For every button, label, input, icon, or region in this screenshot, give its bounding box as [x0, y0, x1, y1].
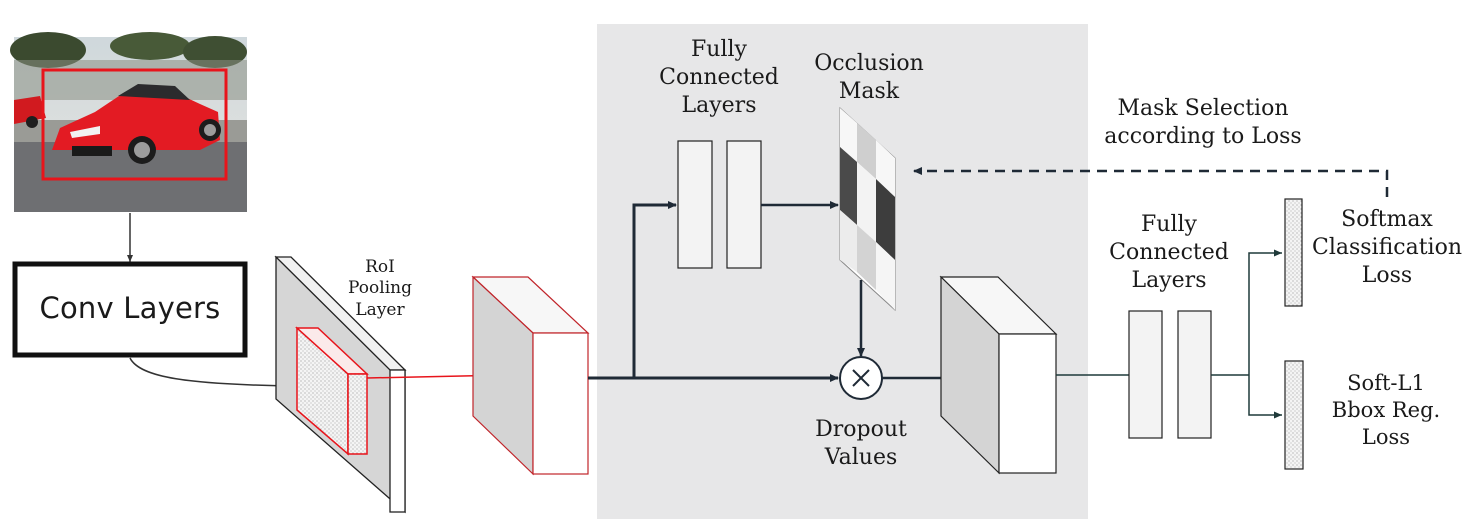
conv-layers-box	[12, 261, 248, 358]
mask-selection-line-2: according to Loss	[1104, 124, 1302, 150]
occlusion-mask-line-2: Mask	[838, 79, 900, 105]
flow-line-branch-up	[632, 201, 677, 378]
mask-selection-label: Mask Selection according to Loss	[1093, 95, 1313, 151]
fc-top-line-3: Layers	[681, 93, 757, 119]
occlusion-mask-label: Occlusion Mask	[799, 50, 939, 106]
input-car-image	[10, 32, 247, 212]
softmax-loss-line-3: Loss	[1361, 263, 1413, 289]
occlusion-mask-line-1: Occlusion	[814, 51, 924, 76]
bbox-loss-line-3: Loss	[1361, 424, 1411, 449]
conv-layers-label: Conv Layers	[39, 291, 221, 325]
dropout-values-label: Dropout Values	[801, 416, 921, 472]
fc-right-line-1: Fully	[1141, 212, 1197, 237]
fc-right-line-2: Connected	[1109, 240, 1229, 266]
softmax-output-vector	[1284, 198, 1303, 307]
fc-top-layer-1	[677, 140, 713, 269]
dropped-feature-cube	[939, 275, 1058, 475]
roi-region	[295, 326, 369, 456]
dropout-values-line-1: Dropout	[815, 417, 907, 442]
pooled-feature-cube	[471, 275, 590, 476]
roi-pooling-line-1: RoI	[365, 257, 395, 277]
softmax-loss-label: Softmax Classification Loss	[1307, 206, 1467, 290]
arrow-conv-to-roi	[129, 357, 289, 389]
fc-right-line-3: Layers	[1131, 268, 1207, 294]
object-bounding-box	[41, 68, 228, 181]
fc-right-label: Fully Connected Layers	[1094, 211, 1244, 295]
roi-pooling-line-3: Layer	[355, 299, 405, 320]
arrow-to-softmax	[1248, 249, 1282, 375]
mask-selection-feedback-arrow	[913, 167, 1389, 197]
bbox-output-vector	[1284, 360, 1304, 470]
multiply-icon	[839, 356, 883, 400]
bbox-loss-label: Soft-L1 Bbox Reg. Loss	[1316, 370, 1456, 451]
fc-top-line-1: Fully	[691, 37, 747, 62]
arrow-to-bbox	[1248, 375, 1282, 419]
fc-right-layer-1	[1128, 310, 1163, 439]
fc-top-layer-2	[726, 140, 762, 269]
softmax-loss-line-2: Classification	[1311, 235, 1462, 261]
fc-top-label: Fully Connected Layers	[644, 36, 794, 120]
roi-pooling-line-2: Pooling	[348, 278, 412, 299]
roi-feature-map	[274, 255, 407, 514]
dropout-values-line-2: Values	[824, 445, 898, 471]
bbox-loss-line-2: Bbox Reg.	[1331, 397, 1441, 422]
bbox-loss-line-1: Soft-L1	[1347, 371, 1425, 395]
softmax-loss-line-1: Softmax	[1341, 207, 1433, 232]
fc-right-layer-2	[1177, 310, 1212, 439]
roi-pooling-label: RoI Pooling Layer	[320, 257, 440, 321]
occlusion-mask	[839, 106, 896, 312]
fc-top-line-2: Connected	[659, 65, 779, 91]
mask-selection-line-1: Mask Selection	[1117, 96, 1289, 121]
